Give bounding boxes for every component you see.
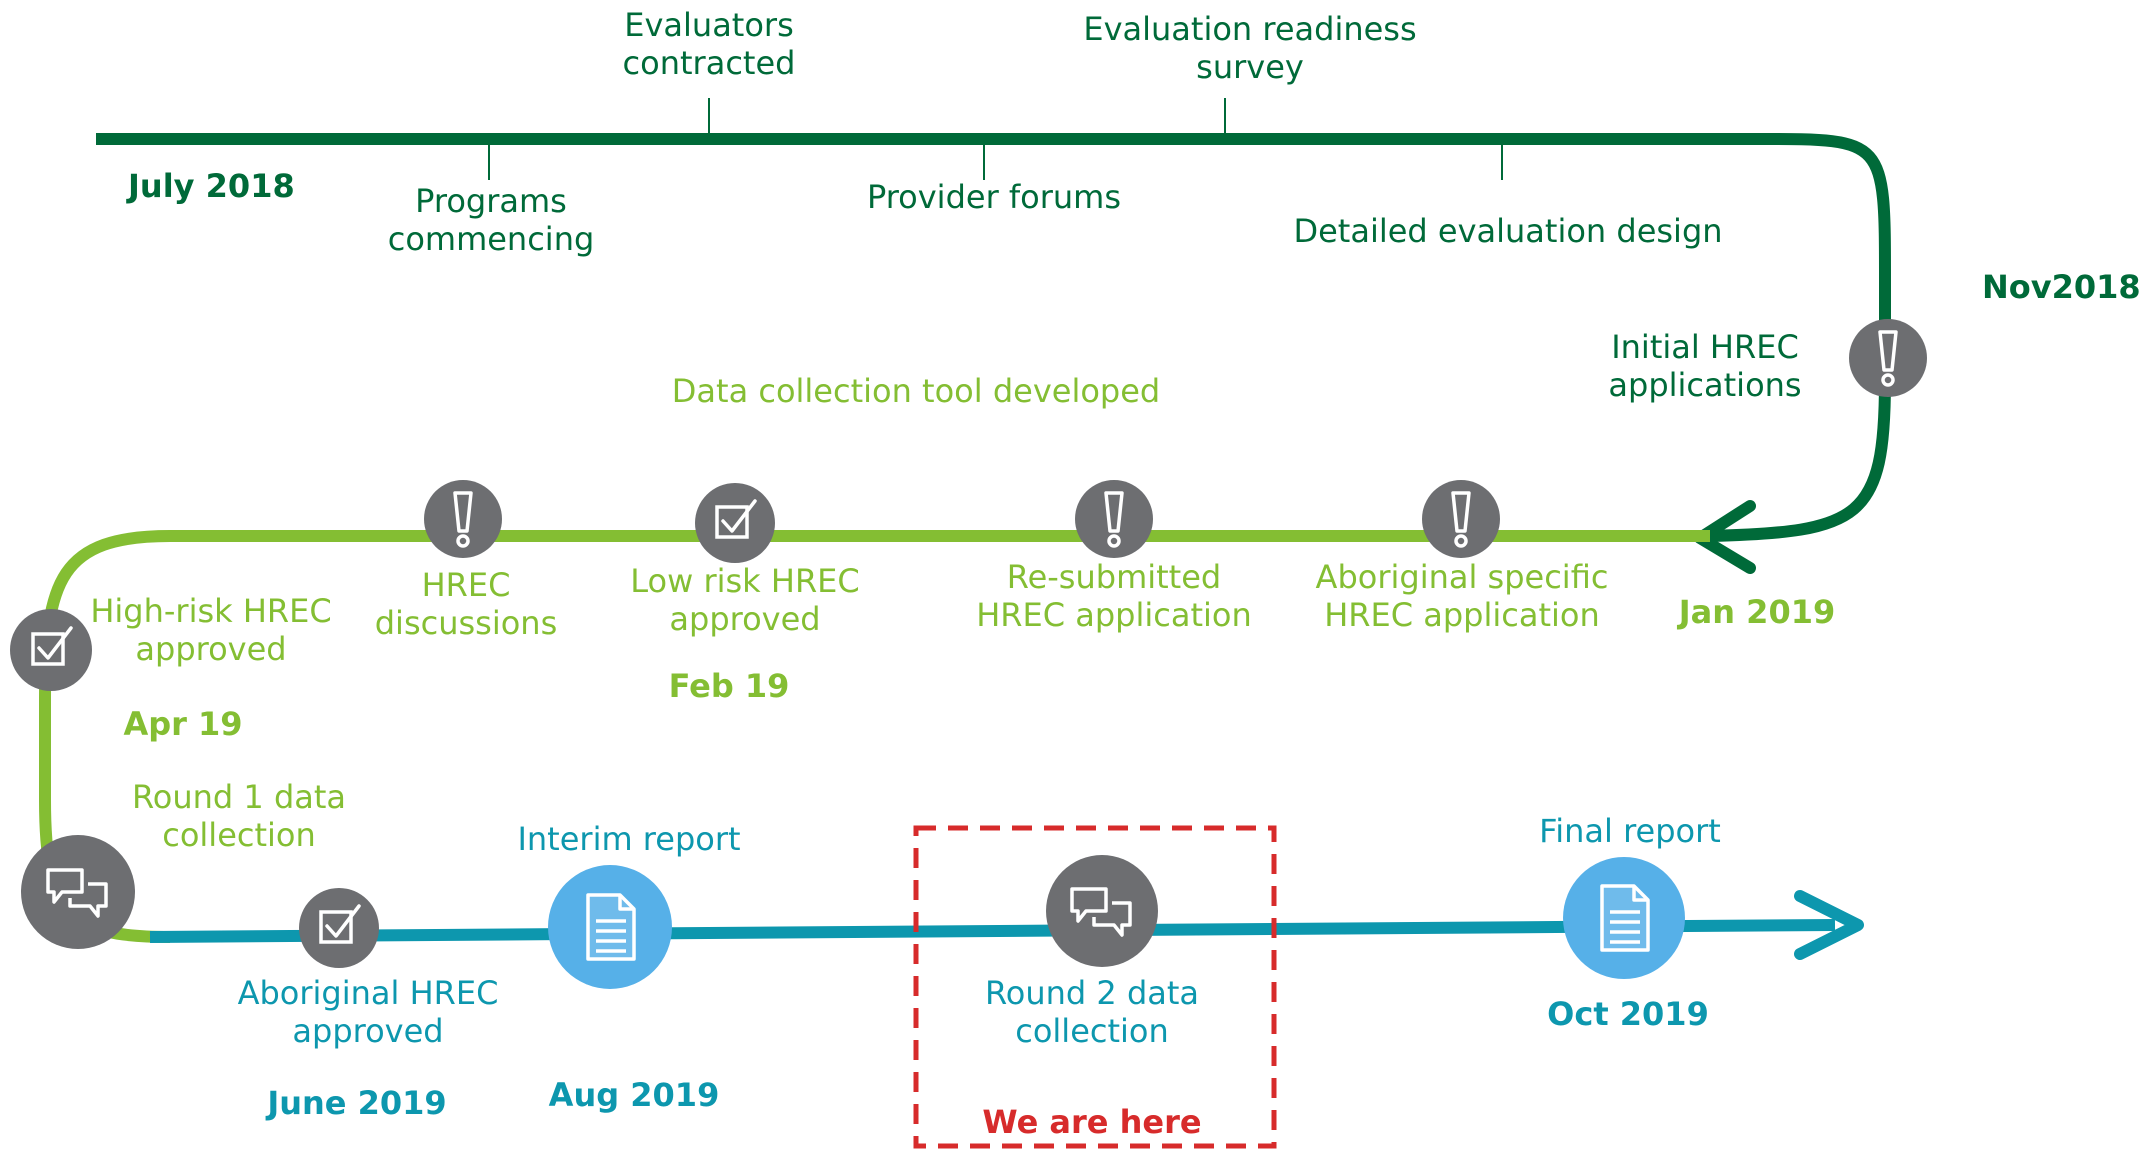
we-are-here-label: We are here [982,1103,1201,1141]
document-icon [1563,857,1685,979]
label-evaluators-line1: Evaluators [624,6,794,44]
checkbox-icon [299,888,379,968]
label-high-risk-line2: approved [135,630,286,668]
top-line-ticks [488,98,1503,180]
label-low-risk-line2: approved [669,600,820,638]
label-aboriginal-specific-line2: HREC application [1324,596,1600,634]
chat-bubbles-icon [21,835,135,949]
phase3-line [149,919,1836,943]
date-oct-2019: Oct 2019 [1547,995,1709,1033]
label-aboriginal-approved-line2: approved [292,1012,443,1050]
label-provider-forums: Provider forums [867,178,1121,216]
phase3-arrowhead [1794,890,1864,960]
date-nov-2018: Nov2018 [1982,268,2141,306]
date-jan-2019: Jan 2019 [1677,593,1835,631]
label-data-tool: Data collection tool developed [672,372,1160,410]
label-programs-line2: commencing [388,220,595,258]
label-initial-hrec-line2: applications [1608,366,1801,404]
label-resubmitted-line1: Re-submitted [1007,558,1221,596]
date-feb-19: Feb 19 [669,667,790,705]
label-low-risk-line1: Low risk HREC [630,562,859,600]
document-icon [548,865,672,989]
checkbox-icon [10,609,92,691]
label-hrec-discussions-line2: discussions [375,604,558,642]
exclamation-icon [424,480,502,558]
label-round1-line2: collection [162,816,316,854]
date-june-2019: June 2019 [265,1084,446,1122]
label-evaluators-line2: contracted [623,44,796,82]
chat-bubbles-icon [1046,855,1158,967]
label-high-risk-line1: High-risk HREC [90,592,331,630]
exclamation-icon [1075,480,1153,558]
label-aboriginal-approved-line1: Aboriginal HREC [238,974,499,1012]
label-resubmitted-line2: HREC application [976,596,1252,634]
label-round2-line1: Round 2 data [985,974,1199,1012]
label-final-report: Final report [1539,812,1721,850]
label-hrec-discussions-line1: HREC [422,566,511,604]
label-detailed-design: Detailed evaluation design [1293,212,1722,250]
checkbox-icon [695,483,775,563]
label-aboriginal-specific-line1: Aboriginal specific [1316,558,1609,596]
exclamation-icon [1849,319,1927,397]
label-readiness-line2: survey [1196,48,1304,86]
label-programs-line1: Programs [415,182,567,220]
date-july-2018: July 2018 [126,167,295,205]
label-round2-line2: collection [1015,1012,1169,1050]
date-aug-2019: Aug 2019 [549,1076,720,1114]
label-initial-hrec-line1: Initial HREC [1611,328,1799,366]
exclamation-icon [1422,480,1500,558]
label-interim-report: Interim report [517,820,740,858]
we-are-here-box: We are here [913,825,1277,1149]
date-apr-19: Apr 19 [123,705,242,743]
label-round1-line1: Round 1 data [132,778,346,816]
label-readiness-line1: Evaluation readiness [1083,10,1416,48]
